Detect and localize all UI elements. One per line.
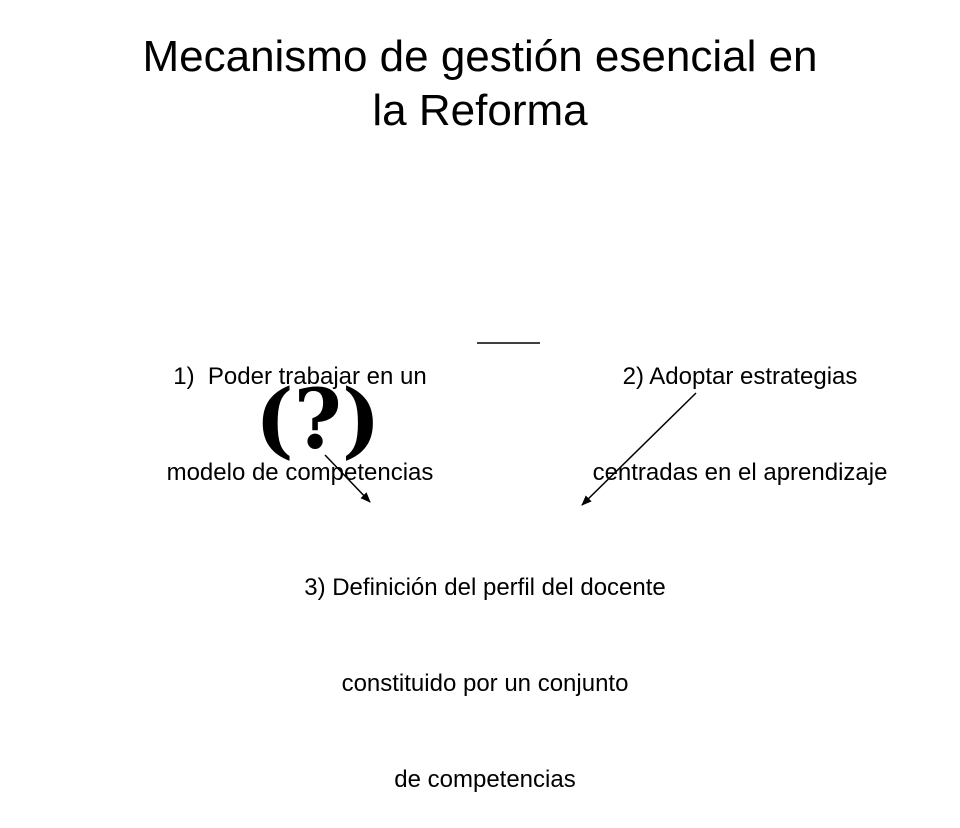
- node-2-line-1: 2) Adoptar estrategias: [622, 363, 858, 390]
- node-2-line-2: centradas en el aprendizaje: [592, 459, 888, 486]
- slide-title: Mecanismo de gestión esencial en la Refo…: [40, 30, 920, 138]
- node-1-line-1: 1) Poder trabajar en un: [173, 363, 427, 390]
- node-poder-trabajar: 1) Poder trabajar en un modelo de compet…: [140, 297, 460, 521]
- node-1-line-2: modelo de competencias: [166, 459, 434, 486]
- node-3-line-3: de competencias: [394, 766, 576, 793]
- arrow-question-to-node3: [324, 454, 371, 503]
- connectors-layer: [324, 342, 697, 506]
- title-line-1: Mecanismo de gestión esencial en: [142, 32, 818, 81]
- arrow-node2-to-node3: [581, 392, 697, 506]
- node-adoptar-estrategias: 2) Adoptar estrategias centradas en el a…: [565, 297, 915, 521]
- node-3-line-2: constituido por un conjunto: [341, 670, 629, 697]
- title-line-2: la Reforma: [372, 86, 588, 135]
- node-3-line-1: 3) Definición del perfil del docente: [304, 574, 666, 601]
